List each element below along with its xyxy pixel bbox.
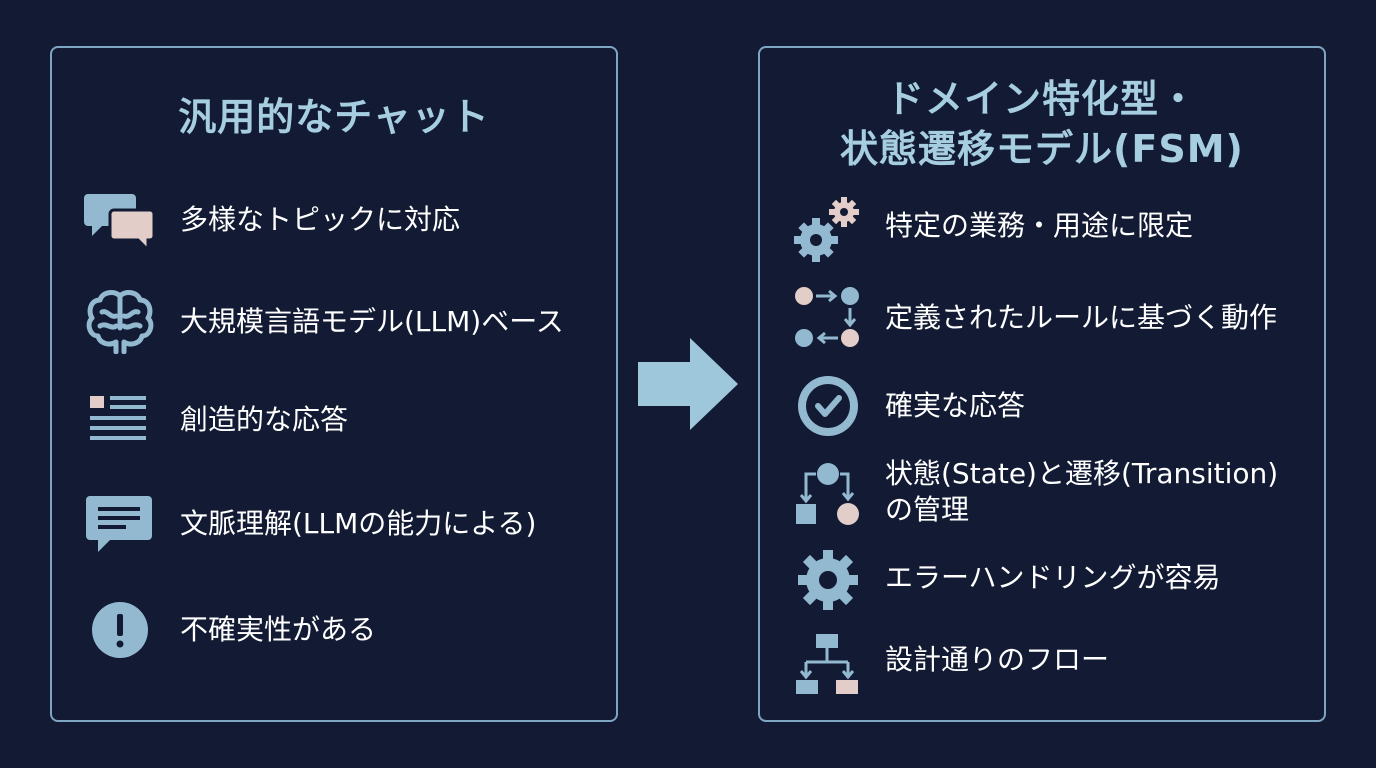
- gear-icon: [792, 548, 862, 612]
- item-label: 確実な応答: [885, 389, 1026, 422]
- item-label: 多様なトピックに対応: [180, 203, 461, 236]
- flow-nodes-icon: [792, 284, 862, 352]
- flowchart-icon: [792, 632, 862, 696]
- gears-icon: [792, 196, 862, 264]
- arrow-right-icon: [636, 336, 740, 436]
- chat-bubbles-icon: [84, 188, 158, 252]
- item-label: 不確実性がある: [180, 613, 377, 646]
- item-label: エラーハンドリングが容易: [885, 561, 1221, 594]
- item-label-line1: 状態(State)と遷移(Transition): [885, 457, 1279, 490]
- item-label: 大規模言語モデル(LLM)ベース: [180, 305, 564, 338]
- generic-chat-panel: 汎用的なチャット 多様なトピックに対応: [50, 46, 618, 722]
- check-circle-icon: [792, 374, 862, 438]
- item-label: 創造的な応答: [180, 403, 349, 436]
- message-icon: [84, 492, 154, 556]
- item-label: 定義されたルールに基づく動作: [885, 301, 1278, 334]
- item-label: 状態(State)と遷移(Transition) の管理: [885, 456, 1305, 528]
- fsm-panel: ドメイン特化型・ 状態遷移モデル(FSM): [758, 46, 1326, 722]
- state-transition-icon: [792, 460, 862, 528]
- exclamation-icon: [84, 600, 148, 662]
- text-lines-icon: [84, 392, 150, 448]
- item-label: 文脈理解(LLMの能力による): [180, 507, 537, 540]
- fsm-title: ドメイン特化型・ 状態遷移モデル(FSM): [760, 74, 1324, 174]
- item-label: 設計通りのフロー: [885, 643, 1110, 676]
- item-label: 特定の業務・用途に限定: [885, 209, 1194, 242]
- generic-chat-title: 汎用的なチャット: [178, 95, 490, 139]
- item-label-line2: の管理: [885, 493, 970, 526]
- fsm-title-line1: ドメイン特化型・: [885, 77, 1198, 121]
- brain-icon: [84, 288, 156, 354]
- fsm-title-line2: 状態遷移モデル(FSM): [840, 127, 1244, 171]
